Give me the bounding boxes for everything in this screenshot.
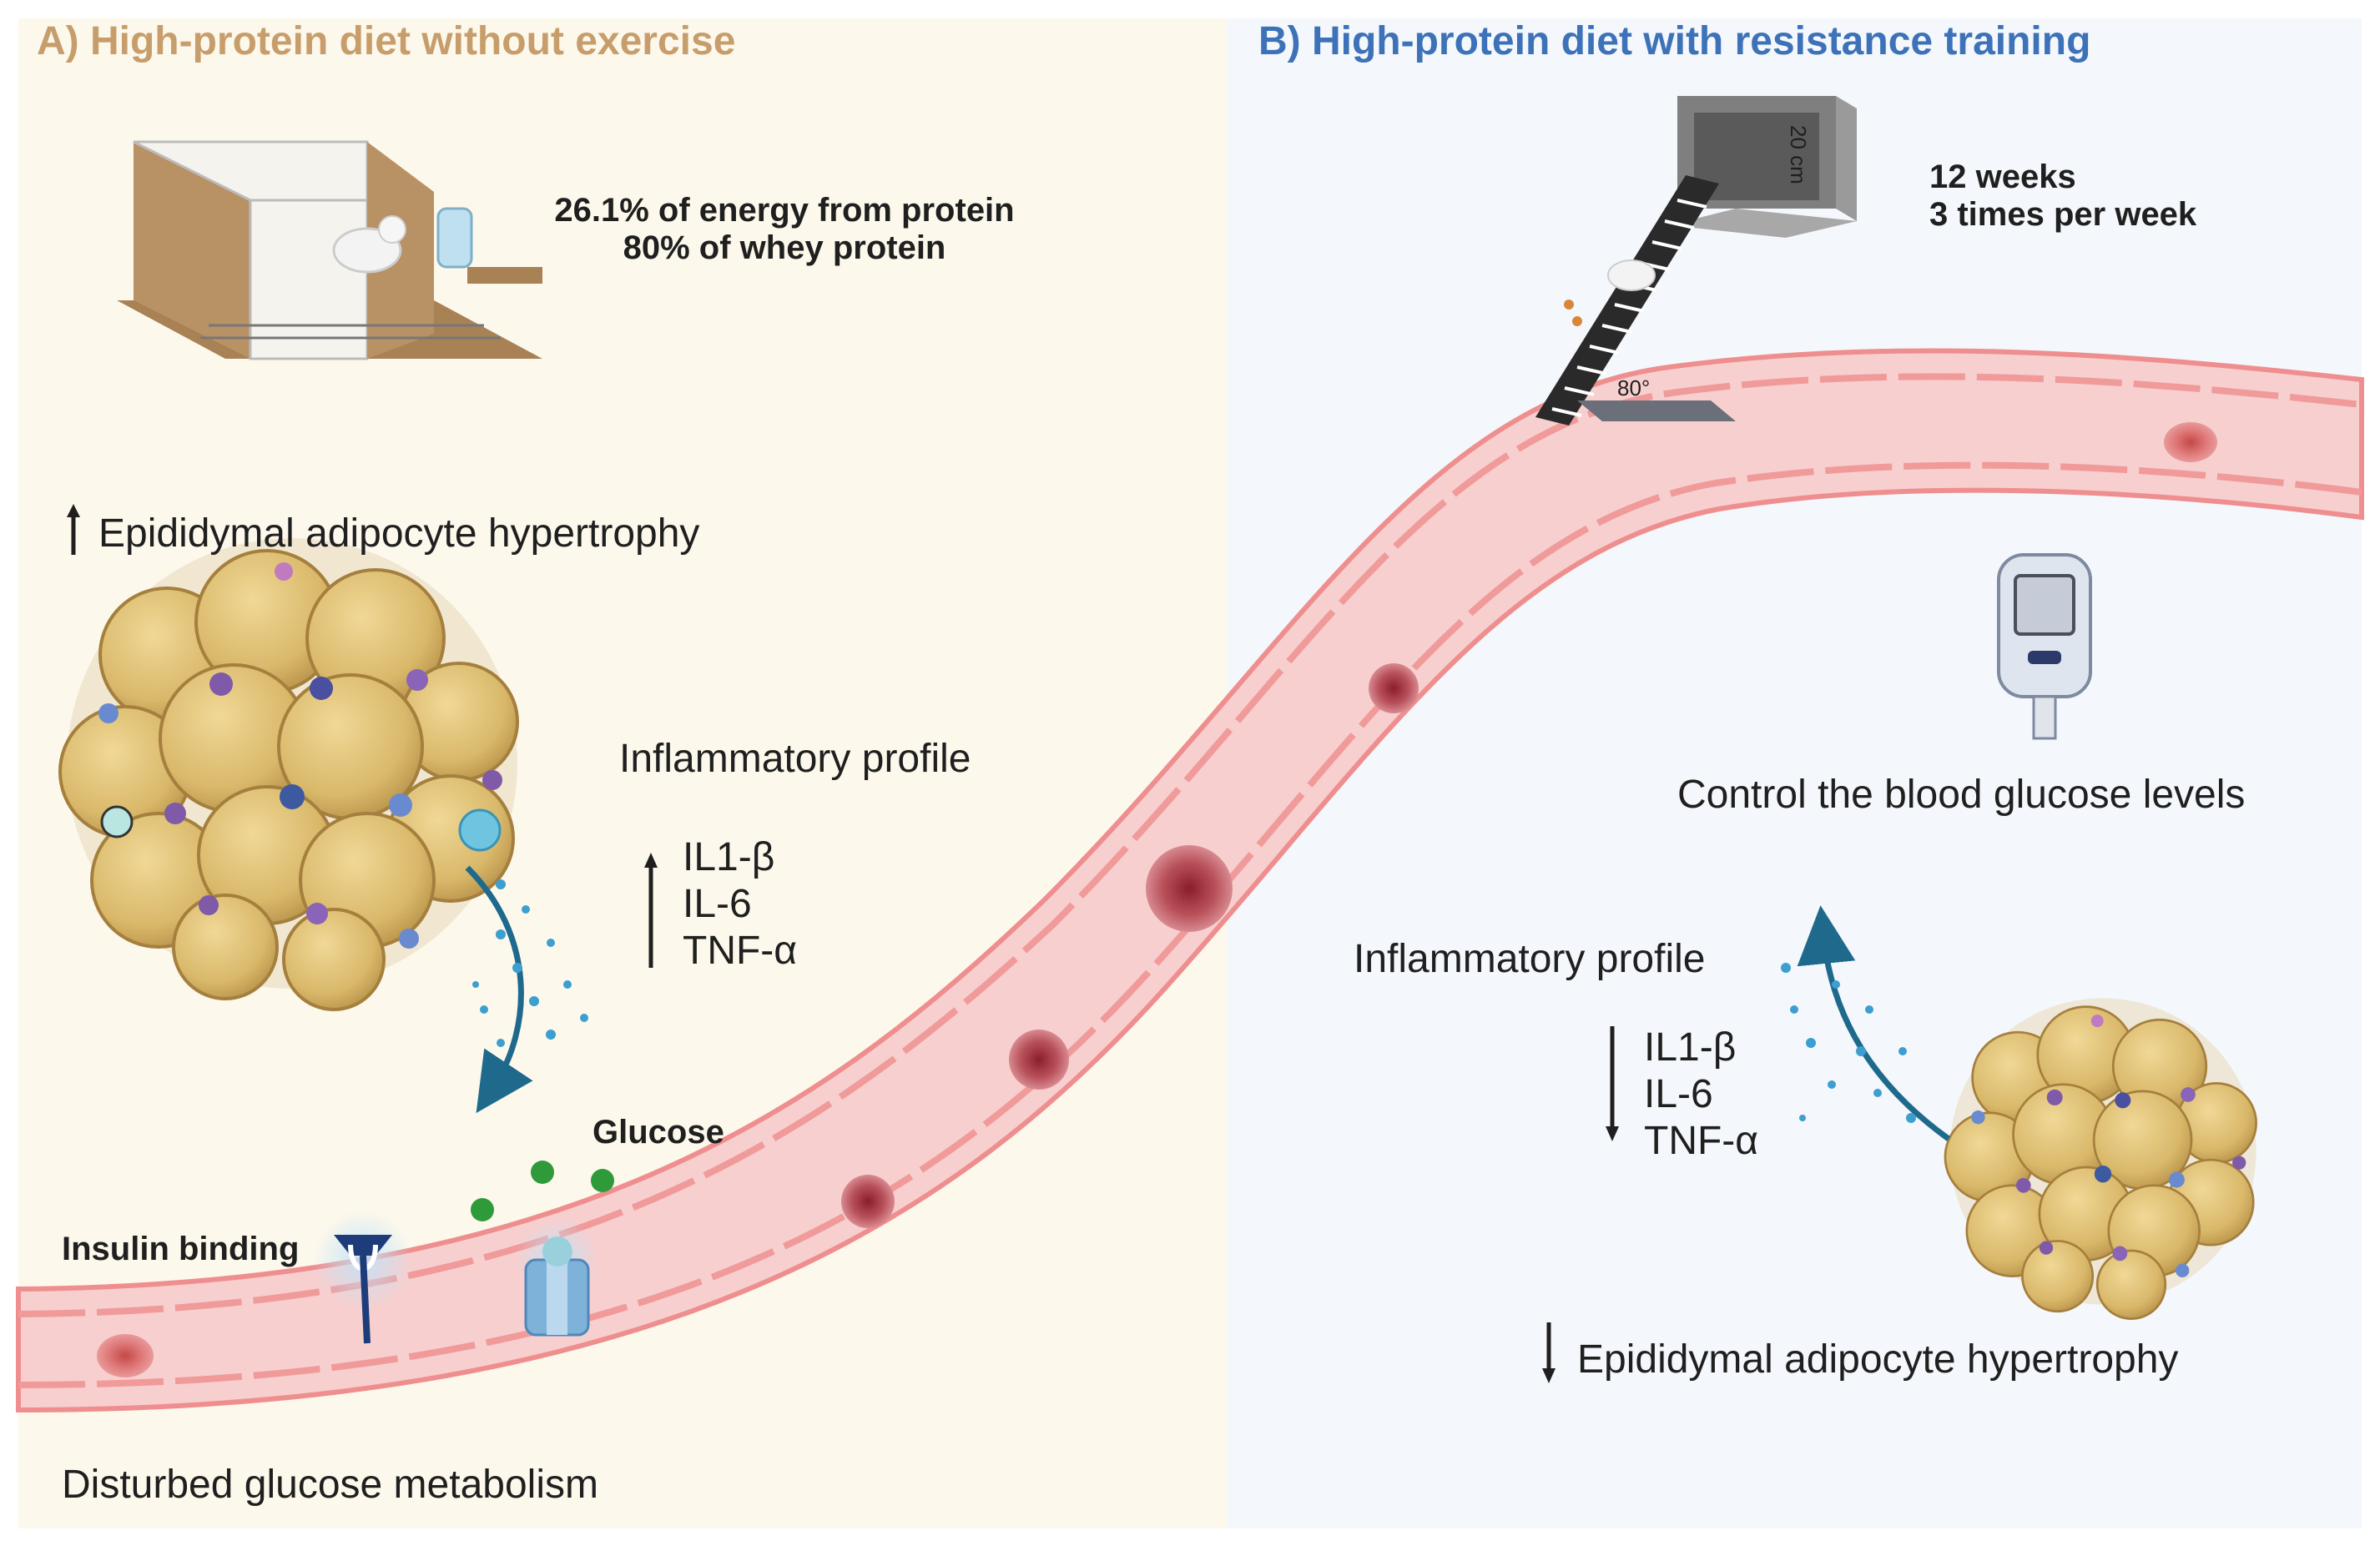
- red-blood-cell-icon: [2164, 422, 2217, 462]
- panel-b-title: B) High-protein diet with resistance tra…: [1258, 19, 2091, 63]
- marker-tnfa-b: TNF-α: [1644, 1119, 1759, 1163]
- mouse-cage-icon: [117, 140, 542, 360]
- inflammatory-label-a: Inflammatory profile: [619, 737, 971, 781]
- hypertrophy-label-b: Epididymal adipocyte hypertrophy: [1577, 1337, 2179, 1382]
- inflammatory-label-b: Inflammatory profile: [1354, 937, 1706, 981]
- glucose-molecule-icon: [531, 1161, 554, 1184]
- adipocyte-cluster-icon: [1944, 997, 2257, 1320]
- glucose-label: Glucose: [592, 1114, 724, 1151]
- glucose-transporter-icon: [516, 1218, 599, 1337]
- frequency-label: 3 times per week: [1929, 196, 2197, 233]
- down-arrow-icon: [1542, 1322, 1556, 1383]
- diet-whey-label: 80% of whey protein: [623, 229, 946, 266]
- cytokine-release-arrow-icon: [465, 865, 533, 1114]
- duration-label: 12 weeks: [1929, 159, 2076, 195]
- immune-cell-icon: [1009, 1030, 1069, 1090]
- immune-cell-icon: [1146, 845, 1233, 932]
- glucose-control-label: Control the blood glucose levels: [1677, 773, 2246, 817]
- immune-cell-icon: [1369, 663, 1419, 713]
- cytokine-particles-icon: [472, 879, 1916, 1123]
- insulin-binding-label: Insulin binding: [62, 1231, 300, 1267]
- marker-il1b-b: IL1-β: [1644, 1025, 1737, 1070]
- disturbed-metabolism-label: Disturbed glucose metabolism: [62, 1463, 598, 1507]
- glucometer-icon: [1997, 553, 2092, 740]
- red-blood-cell-icon: [97, 1334, 154, 1377]
- ladder-angle-label: 80°: [1617, 375, 1651, 400]
- immune-cell-icon: [841, 1175, 895, 1228]
- marker-il6-a: IL-6: [683, 882, 752, 926]
- marker-il6-b: IL-6: [1644, 1072, 1713, 1116]
- down-arrow-icon: [1606, 1026, 1619, 1141]
- diet-energy-label: 26.1% of energy from protein: [554, 192, 1015, 229]
- up-arrow-icon: [67, 504, 80, 555]
- panel-a-title: A) High-protein diet without exercise: [37, 19, 736, 63]
- adipocyte-cluster-icon: [58, 536, 519, 1011]
- glucose-molecule-icon: [591, 1169, 614, 1192]
- insulin-receptor-icon: [313, 1210, 413, 1344]
- glucose-molecule-icon: [471, 1198, 494, 1221]
- hypertrophy-label-a: Epididymal adipocyte hypertrophy: [98, 511, 700, 556]
- ladder-icon: [1535, 96, 1857, 426]
- ladder-height-label: 20 cm: [1786, 125, 1811, 184]
- up-arrow-icon: [644, 853, 658, 968]
- cytokine-release-arrow-icon: [1797, 905, 1951, 1141]
- marker-il1b-a: IL1-β: [683, 835, 775, 879]
- marker-tnfa-a: TNF-α: [683, 929, 798, 973]
